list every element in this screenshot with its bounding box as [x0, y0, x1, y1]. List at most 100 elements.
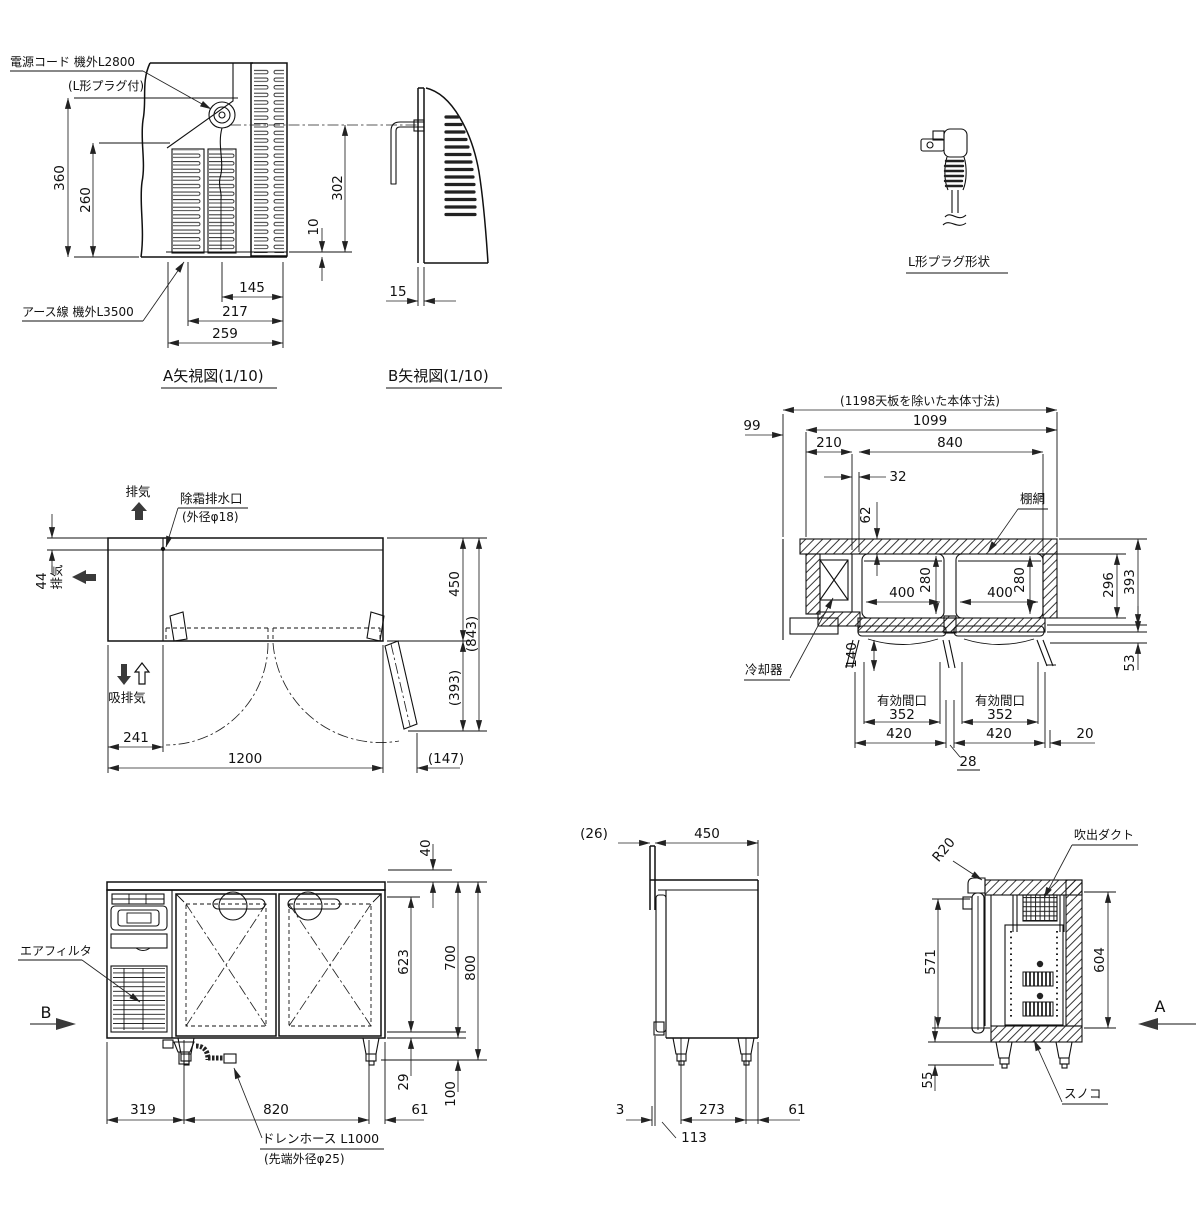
r20-corner	[967, 877, 986, 894]
dim-400-right: 400	[987, 585, 1013, 601]
drain-hose-note: (先端外径φ25)	[264, 1152, 345, 1166]
dim-273: 273	[699, 1102, 725, 1118]
dim-400-left: 400	[889, 585, 915, 601]
dim-99: 99	[743, 418, 760, 434]
dim-420-left: 420	[886, 726, 912, 742]
front-b-arrow: B	[30, 1003, 76, 1030]
a-direction-label: A	[1155, 997, 1166, 1016]
exhaust-left-arrow-icon	[72, 570, 96, 584]
dim-26: (26)	[580, 826, 608, 842]
view-b-arrow-view: 15 B矢視図(1/10)	[230, 87, 502, 389]
view-a-body	[140, 62, 288, 258]
dim-147: (147)	[428, 751, 464, 767]
door-handle-left	[212, 898, 266, 910]
dim-140: 140	[844, 642, 860, 668]
dim-241: 241	[123, 730, 149, 746]
blowout-duct-label: 吹出ダクト	[1074, 827, 1134, 842]
section-dimensions-top: (1198天板を除いた本体寸法) 1099 99 210 840 32 62	[743, 393, 1058, 576]
a-direction-arrow-icon	[1138, 1018, 1158, 1030]
front-view: B エアフィルタ ドレンホース L1000 (先端外径φ25) 40 623 7…	[18, 839, 487, 1166]
dim-260: 260	[78, 187, 94, 213]
drain-hose-label: ドレンホース L1000	[262, 1131, 379, 1146]
section-dimensions-right: 296 393 53	[1047, 538, 1147, 672]
note-1198: (1198天板を除いた本体寸法)	[840, 393, 1000, 408]
dim-319: 319	[130, 1102, 156, 1118]
side-dimensions: (26) 450 3 273 61 113	[580, 826, 805, 1146]
compartment-right	[955, 553, 1044, 619]
aa-dimensions: 571 604 55	[920, 891, 1116, 1091]
front-body	[106, 881, 386, 1066]
plug-icon	[920, 128, 968, 226]
dim-296: 296	[1101, 572, 1117, 598]
dim-53: 53	[1122, 654, 1138, 671]
dim-61-front: 61	[411, 1102, 428, 1118]
blowout-duct	[1012, 894, 1065, 932]
front-callouts: エアフィルタ ドレンホース L1000 (先端外径φ25)	[18, 944, 384, 1166]
r20-label: R20	[929, 835, 958, 866]
dim-1200: 1200	[228, 751, 262, 767]
dim-393-plan: (393)	[447, 670, 463, 706]
intake-down-arrow-icon	[117, 664, 131, 685]
plan-drain-callout: 除霜排水口 (外径φ18)	[165, 491, 248, 548]
dim-450-side: 450	[694, 826, 720, 842]
dim-302: 302	[330, 175, 346, 201]
ground-wire-label: アース線 機外L3500	[22, 304, 134, 319]
dim-700: 700	[443, 945, 459, 971]
plan-view: 排気 排気 吸排気 除霜排水口 (外径φ18) 44 450 (843) (39…	[34, 484, 487, 773]
dim-840: 840	[937, 435, 963, 451]
view-b-dimensions: 15 B矢視図(1/10)	[386, 267, 502, 389]
dim-62: 62	[858, 506, 874, 523]
dim-100: 100	[443, 1081, 459, 1107]
dim-217: 217	[222, 304, 248, 320]
exhaust-side-label: 排気	[49, 564, 64, 589]
view-a-title: A矢視図(1/10)	[163, 367, 264, 385]
dim-40: 40	[418, 839, 434, 856]
view-a-arrow-view: 360 260 302 10 145 217 259 電源コード 機外L2800…	[10, 54, 352, 389]
view-b-body	[390, 87, 489, 264]
side-view: (26) 450 3 273 61 113	[580, 826, 805, 1146]
dim-3: 3	[616, 1102, 625, 1118]
air-filter-grille	[110, 965, 168, 1033]
sunoko-board	[990, 1025, 1083, 1043]
view-b-title: B矢視図(1/10)	[388, 367, 489, 385]
dim-113: 113	[681, 1130, 707, 1146]
defrost-drain-label: 除霜排水口	[180, 491, 243, 506]
dim-352-left: 352	[889, 707, 915, 723]
dim-29: 29	[396, 1073, 412, 1090]
aa-back-panel	[1004, 924, 1064, 1026]
aa-section-view: R20 吹出ダクト スノコ A 571 604 55	[920, 827, 1196, 1105]
dim-210: 210	[816, 435, 842, 451]
dim-420-right: 420	[986, 726, 1012, 742]
drain-hose-assembly	[162, 1039, 237, 1065]
dim-393-sec: 393	[1122, 569, 1138, 595]
aa-a-arrow: A	[1138, 997, 1196, 1030]
aa-door	[962, 892, 985, 1034]
dim-145: 145	[239, 280, 265, 296]
dim-360: 360	[52, 165, 68, 191]
cooler-box	[819, 559, 849, 601]
dim-259: 259	[212, 326, 238, 342]
intake-up-arrow-icon	[133, 662, 151, 685]
door-handle-right	[287, 898, 341, 910]
dim-280-left: 280	[918, 567, 934, 593]
air-filter-label: エアフィルタ	[20, 944, 92, 958]
plan-dimensions: 44 450 (843) (393) 241 1200 (147)	[34, 514, 487, 773]
dim-820: 820	[263, 1102, 289, 1118]
side-body	[649, 845, 759, 1066]
cooler-label: 冷却器	[745, 662, 783, 677]
side-legs	[672, 1037, 755, 1066]
sunoko-label: スノコ	[1064, 1086, 1102, 1101]
front-doors	[175, 891, 382, 1037]
dim-20: 20	[1076, 726, 1093, 742]
exhaust-up-arrow-icon	[131, 502, 147, 520]
section-callouts: 棚網 冷却器	[744, 491, 1048, 681]
shelf-net-label: 棚網	[1020, 491, 1045, 506]
dim-10: 10	[306, 218, 322, 235]
power-cord-label: 電源コード 機外L2800	[10, 54, 135, 69]
exhaust-top-label: 排気	[125, 484, 150, 499]
dim-15: 15	[389, 284, 406, 300]
dim-623: 623	[396, 949, 412, 975]
defrost-drain-note: (外径φ18)	[182, 510, 239, 524]
dim-571: 571	[923, 949, 939, 975]
